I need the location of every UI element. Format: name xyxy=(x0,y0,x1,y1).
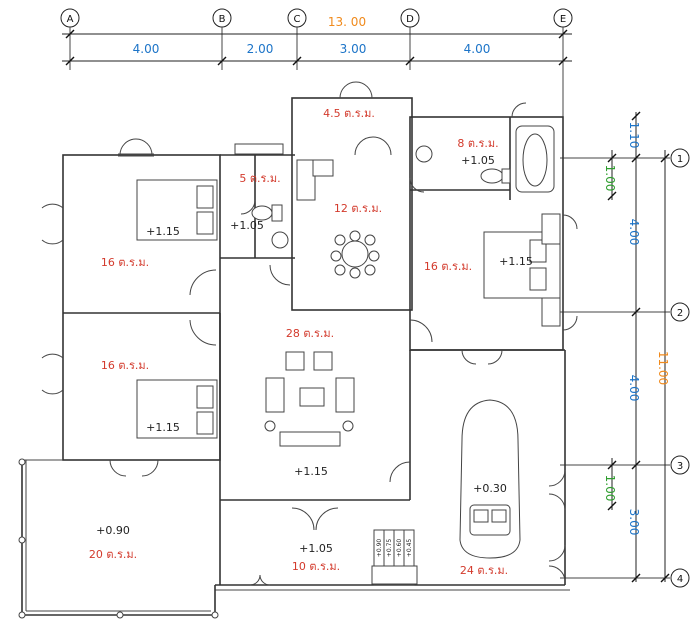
grid-label-a: A xyxy=(67,14,74,25)
dim-4-00-upper-label: 4.00 xyxy=(627,219,641,246)
top-dimensions: 13. 00 4.00 2.00 3.00 4.00 xyxy=(62,15,572,66)
span-d-e-label: 4.00 xyxy=(464,42,491,56)
dim-1-10-label: 1.10 xyxy=(627,122,641,149)
living-area: 28 ต.ร.ม. xyxy=(286,327,334,340)
garage-area: 24 ต.ร.ม. xyxy=(460,564,508,577)
grid-bubbles-right: 1 2 3 4 xyxy=(560,148,690,588)
doors-windows xyxy=(41,81,578,586)
right-dimensions: 1.10 4.00 4.00 3.00 11.00 1.00 1.00 xyxy=(603,111,670,583)
grid-label-d: D xyxy=(406,14,414,25)
stair-level-3: +0.45 xyxy=(406,539,413,558)
stair-level-0: +0.90 xyxy=(376,539,383,558)
terrace-area: 20 ต.ร.ม. xyxy=(89,548,137,561)
grid-bubbles-top: A B C D E xyxy=(60,8,573,28)
grid-label-b: B xyxy=(219,14,226,25)
toilet-level: +1.05 xyxy=(230,219,264,232)
stair-level-1: +0.75 xyxy=(386,539,393,558)
grid-label-3: 3 xyxy=(677,461,683,472)
dim-3-00-label: 3.00 xyxy=(627,509,641,536)
porch-area: 10 ต.ร.ม. xyxy=(292,560,340,573)
living-level: +1.15 xyxy=(294,465,328,478)
garage-level: +0.30 xyxy=(473,482,507,495)
grid-label-e: E xyxy=(560,14,566,25)
dim-1-00-lower-label: 1.00 xyxy=(603,475,617,502)
span-b-c-label: 2.00 xyxy=(247,42,274,56)
grid-label-1: 1 xyxy=(677,154,683,165)
stair-levels: +0.90 +0.75 +0.60 +0.45 xyxy=(376,539,413,558)
bath-right-level: +1.05 xyxy=(461,154,495,167)
stair-level-2: +0.60 xyxy=(396,539,403,558)
furniture xyxy=(136,125,561,586)
grid-label-2: 2 xyxy=(677,308,683,319)
bath-top-area: 4.5 ต.ร.ม. xyxy=(323,107,375,120)
bed1-area: 16 ต.ร.ม. xyxy=(101,256,149,269)
grid-label-c: C xyxy=(294,14,301,25)
bed1-level: +1.15 xyxy=(146,225,180,238)
toilet-area: 5 ต.ร.ม. xyxy=(239,172,280,185)
room-labels: 4.5 ต.ร.ม. 8 ต.ร.ม. +1.05 5 ต.ร.ม. +1.05… xyxy=(89,107,533,577)
dim-1-00-upper-label: 1.00 xyxy=(603,165,617,192)
dim-4-00-lower-label: 4.00 xyxy=(627,375,641,402)
overall-depth-label: 11.00 xyxy=(656,351,670,385)
span-c-d-label: 3.00 xyxy=(340,42,367,56)
bed3-area: 16 ต.ร.ม. xyxy=(424,260,472,273)
bed2-area: 16 ต.ร.ม. xyxy=(101,359,149,372)
overall-width-label: 13. 00 xyxy=(328,15,366,29)
bed3-level: +1.15 xyxy=(499,255,533,268)
span-a-b-label: 4.00 xyxy=(133,42,160,56)
porch-level: +1.05 xyxy=(299,542,333,555)
terrace-level: +0.90 xyxy=(96,524,130,537)
bath-right-area: 8 ต.ร.ม. xyxy=(457,137,498,150)
grid-label-4: 4 xyxy=(677,574,683,585)
bed2-level: +1.15 xyxy=(146,421,180,434)
kitchen-area: 12 ต.ร.ม. xyxy=(334,202,382,215)
